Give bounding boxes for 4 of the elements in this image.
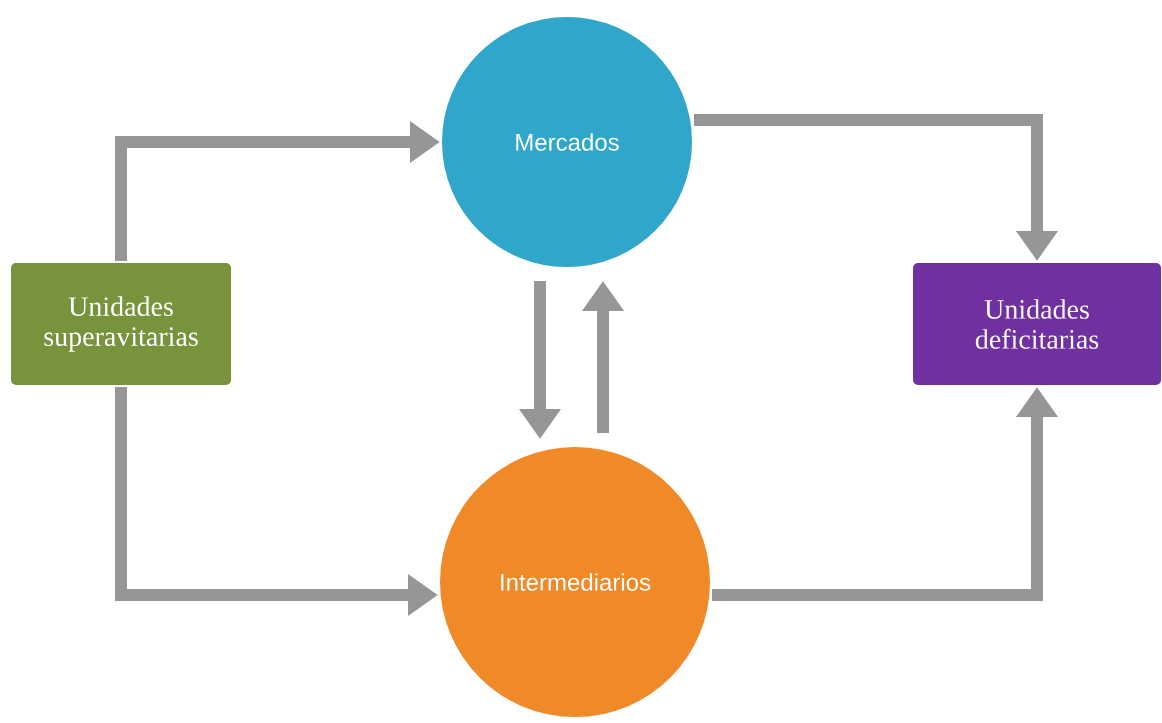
process-box: Unidades deficitarias (911, 261, 1162, 387)
process-box: Unidades superavitarias (9, 261, 233, 387)
circle-node: Intermediarios (438, 445, 712, 719)
circle-node: Mercados (440, 15, 694, 269)
